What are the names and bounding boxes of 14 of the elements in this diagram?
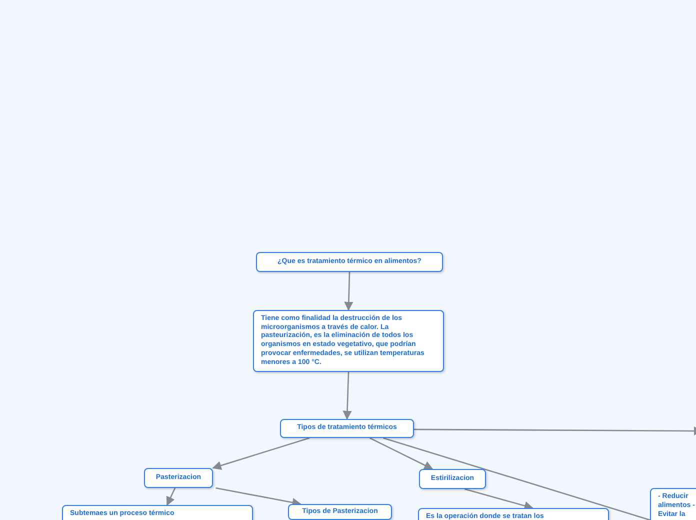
topic-box <box>144 468 213 488</box>
topic-box <box>288 504 392 520</box>
arrow <box>216 487 302 507</box>
topic-box <box>419 469 486 489</box>
arrow <box>212 437 310 470</box>
topic-box <box>253 310 444 372</box>
arrow <box>464 488 534 510</box>
topic-box <box>256 252 443 272</box>
arrow <box>370 437 434 470</box>
arrow <box>166 488 176 506</box>
arrow <box>342 372 352 420</box>
arrow <box>414 426 696 436</box>
topic-box <box>280 419 414 438</box>
arrow <box>344 272 354 311</box>
